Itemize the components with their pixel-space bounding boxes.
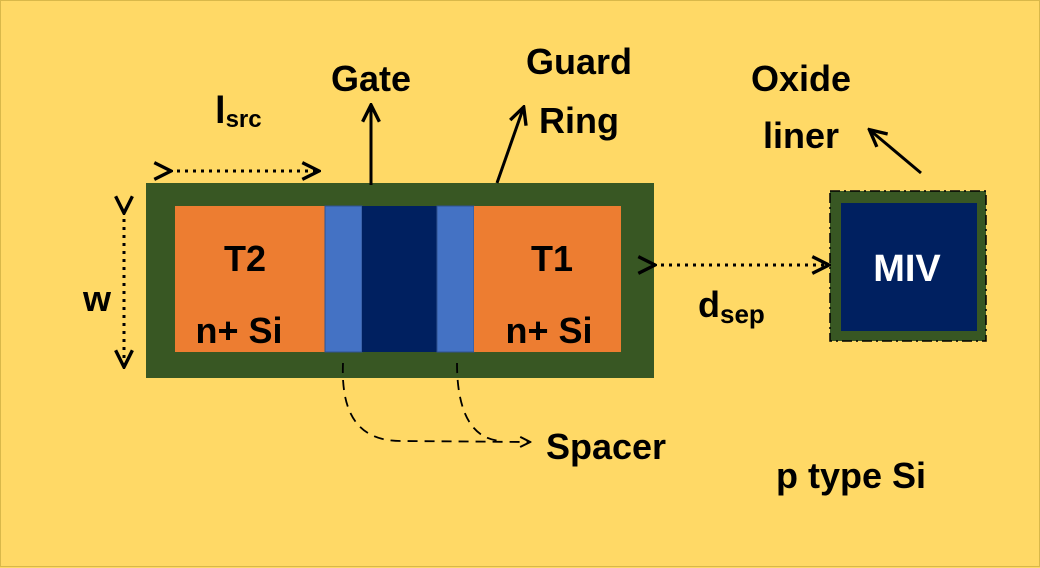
spacer-pointer-right — [456, 362, 502, 442]
oxide-liner-arrow — [871, 131, 922, 175]
guard-ring-label-line2: Ring — [539, 100, 619, 141]
gate-region — [362, 206, 437, 352]
guard-ring-label-line1: Guard — [526, 41, 632, 82]
oxide-liner-label-line1: Oxide — [751, 58, 851, 99]
t1-material-label: n+ Si — [505, 310, 592, 351]
t1-region — [474, 206, 621, 352]
miv-label: MIV — [873, 248, 941, 290]
gate-label: Gate — [331, 58, 411, 99]
oxide-liner-label-line2: liner — [763, 115, 839, 156]
spacer-right — [436, 205, 475, 353]
guard-ring-arrow — [495, 109, 523, 184]
d-sep-label: dsep — [698, 284, 765, 329]
t2-label: T2 — [224, 238, 266, 279]
spacer-pointer-left — [341, 362, 529, 442]
w-label: w — [82, 278, 112, 319]
spacer-label: Spacer — [546, 426, 666, 467]
t1-label: T1 — [531, 238, 573, 279]
spacer-left — [324, 205, 363, 353]
t2-region — [175, 206, 326, 352]
substrate-label: p type Si — [776, 455, 926, 496]
l-src-label: lsrc — [215, 90, 262, 133]
t2-material-label: n+ Si — [195, 310, 282, 351]
miv-region — [841, 203, 977, 331]
